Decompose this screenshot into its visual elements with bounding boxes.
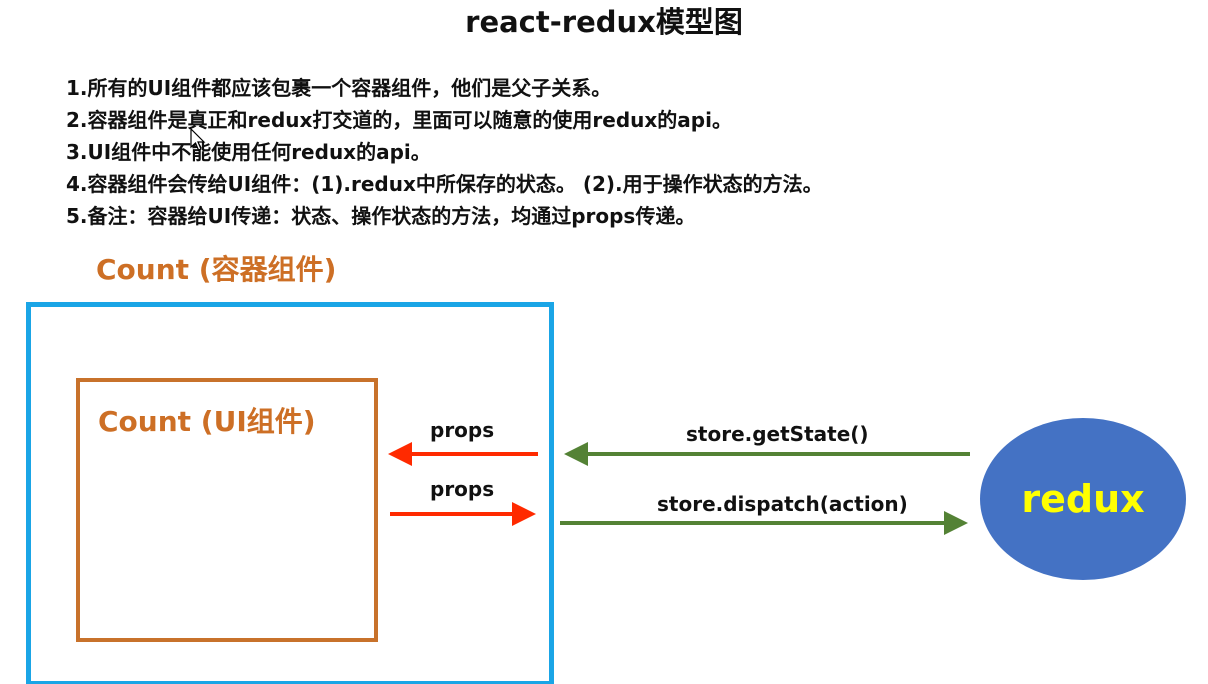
- redux-label: redux: [1021, 477, 1145, 521]
- props-out-label: props: [430, 477, 495, 501]
- notes-list: 1.所有的UI组件都应该包裹一个容器组件，他们是父子关系。 2.容器组件是真正和…: [66, 72, 1166, 232]
- note-item: 5.备注：容器给UI传递：状态、操作状态的方法，均通过props传递。: [66, 204, 696, 228]
- dispatch-label: store.dispatch(action): [657, 492, 908, 516]
- container-component-box: [26, 302, 554, 684]
- note-item: 4.容器组件会传给UI组件：(1).redux中所保存的状态。 (2).用于操作…: [66, 172, 823, 196]
- note-item: 2.容器组件是真正和redux打交道的，里面可以随意的使用redux的api。: [66, 108, 732, 132]
- get-state-label: store.getState(): [686, 422, 869, 446]
- container-component-label: Count (容器组件): [96, 253, 337, 286]
- ui-component-box: [76, 378, 378, 642]
- props-in-label: props: [430, 418, 495, 442]
- mouse-cursor-icon: [190, 128, 206, 151]
- redux-store-circle: redux: [980, 418, 1186, 580]
- ui-component-label: Count (UI组件): [98, 405, 316, 438]
- note-item: 1.所有的UI组件都应该包裹一个容器组件，他们是父子关系。: [66, 76, 612, 100]
- page-title: react-redux模型图: [465, 5, 743, 39]
- note-item: 3.UI组件中不能使用任何redux的api。: [66, 140, 431, 164]
